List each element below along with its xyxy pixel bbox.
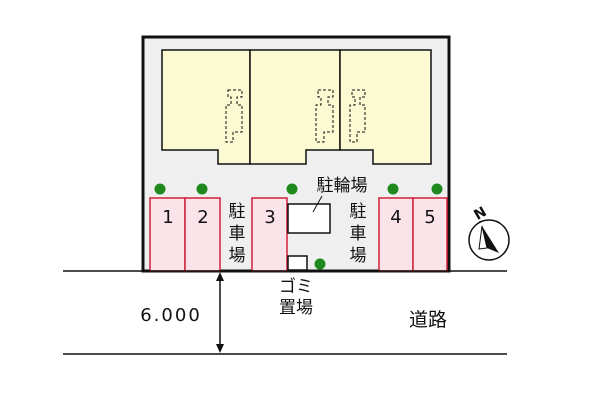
building-unit-1 <box>161 49 251 165</box>
road-width-label: 6.000 <box>140 305 202 326</box>
stair-outline-1 <box>225 89 243 143</box>
parking-label-char: 車 <box>229 224 246 244</box>
parking-label-right: 駐 車 場 <box>350 202 367 266</box>
garbage-area <box>287 255 308 271</box>
parking-label-char: 車 <box>350 224 367 244</box>
tree <box>431 183 443 195</box>
garbage-label-bottom: 置場 <box>279 298 313 318</box>
parking-label-char: 駐 <box>229 202 246 222</box>
stair-outline-2 <box>315 89 334 143</box>
parking-space-5-label: 5 <box>424 207 435 228</box>
parking-label-char: 駐 <box>350 202 367 222</box>
north-arrow-icon: N <box>468 204 510 261</box>
tree <box>286 183 298 195</box>
parking-space-2-label: 2 <box>197 207 208 228</box>
parking-label-left: 駐 車 場 <box>229 202 246 266</box>
tree <box>314 258 326 270</box>
parking-label-char: 場 <box>229 246 246 266</box>
road-width-dimension <box>216 272 224 353</box>
building-unit-3 <box>339 49 432 165</box>
parking-space-4 <box>378 197 414 272</box>
tree <box>196 183 208 195</box>
parking-space-1-label: 1 <box>162 207 173 228</box>
parking-space-2 <box>184 197 221 272</box>
trees <box>154 183 443 270</box>
garbage-label-top: ゴミ <box>279 276 313 297</box>
bicycle-parking-label: 駐輪場 <box>317 176 368 196</box>
bicycle-parking-area <box>287 203 331 234</box>
road-label: 道路 <box>409 309 447 331</box>
parking-space-4-label: 4 <box>390 207 401 228</box>
building-unit-2 <box>249 49 341 165</box>
parking-space-5 <box>412 197 448 272</box>
bicycle-parking-leader <box>312 195 323 213</box>
parking-space-3-label: 3 <box>264 207 275 228</box>
building-block <box>161 49 432 165</box>
parking-spaces: 1 2 3 4 5 <box>149 197 448 272</box>
tree <box>387 183 399 195</box>
stair-outline-3 <box>349 89 366 143</box>
parking-label-char: 場 <box>350 246 367 266</box>
tree <box>154 183 166 195</box>
